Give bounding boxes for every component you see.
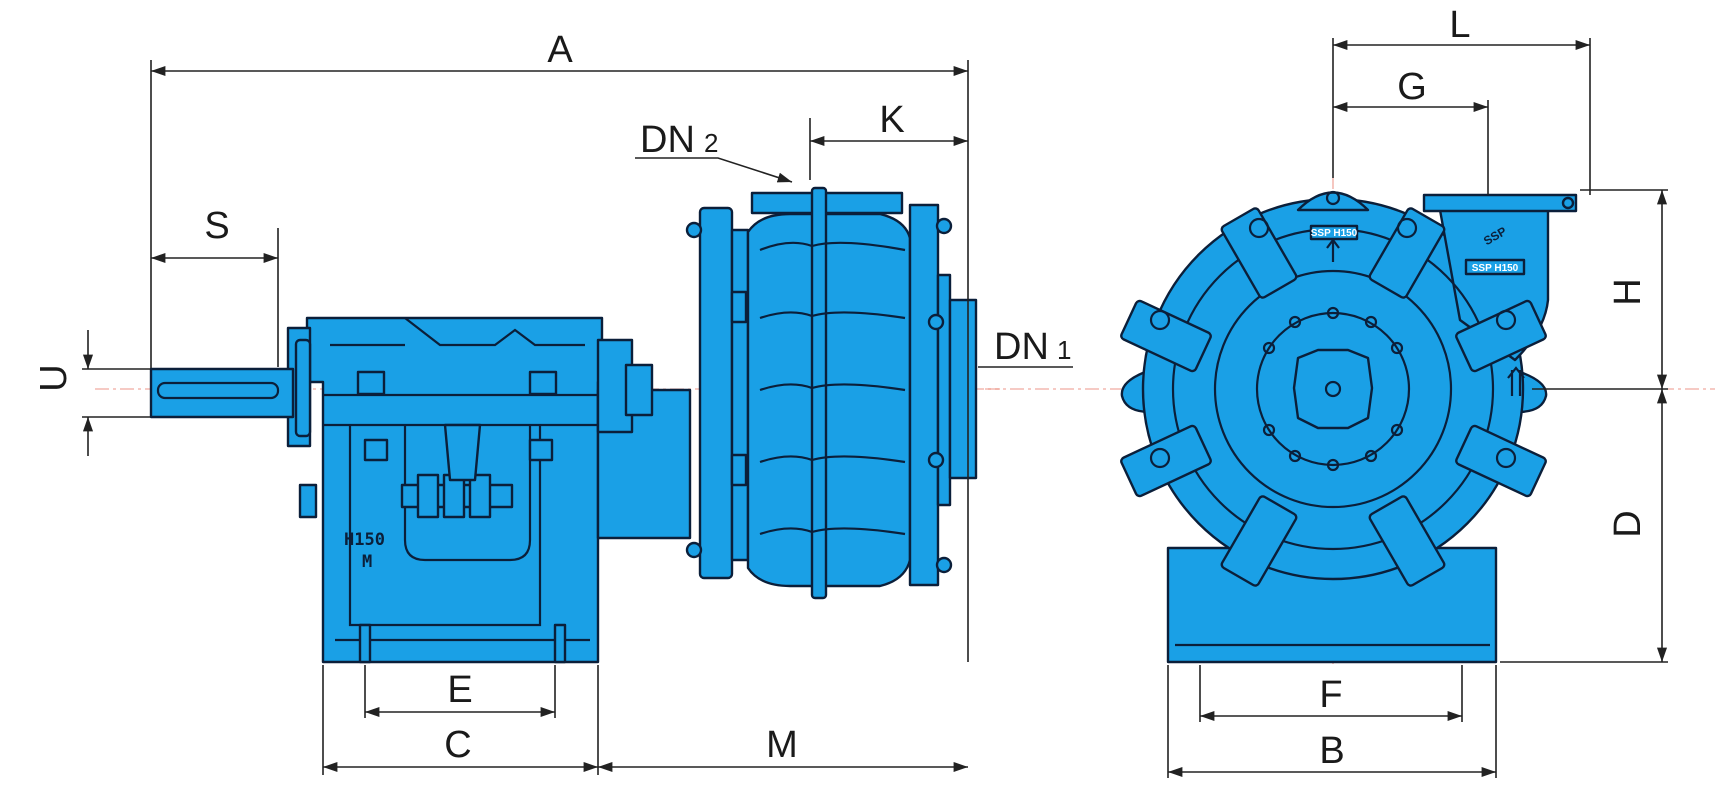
svg-text:DN: DN — [994, 326, 1049, 368]
dimension-lines — [82, 38, 1668, 778]
dim-label-G: G — [1397, 66, 1427, 108]
dim-label-L: L — [1449, 4, 1470, 46]
svg-text:1: 1 — [1057, 335, 1071, 365]
volute-nameplate: SSP H150 — [1311, 228, 1358, 239]
dim-label-H: H — [1607, 278, 1649, 305]
frame-nameplate: SSP H150 — [1472, 263, 1519, 274]
side-view: H150 M — [95, 186, 1000, 664]
front-view: SSP H150 SSP H150 SSP — [985, 150, 1715, 665]
dim-label-S: S — [204, 205, 229, 247]
dim-label-A: A — [547, 29, 573, 71]
frame-marking-line2: M — [362, 552, 372, 572]
dim-label-DN2: DN 2 — [640, 119, 718, 161]
dim-label-K: K — [879, 99, 904, 141]
frame-marking-line1: H150 — [344, 530, 385, 550]
dim-label-U: U — [33, 364, 75, 391]
svg-text:DN: DN — [640, 119, 695, 161]
dim-label-M: M — [766, 724, 798, 766]
dim-label-B: B — [1319, 730, 1344, 772]
pump-body-front: SSP H150 SSP H150 SSP — [1120, 190, 1578, 664]
dim-label-DN1: DN 1 — [994, 326, 1071, 368]
dim-label-E: E — [447, 669, 472, 711]
dimension-labels: A S U E C M K DN 2 DN 1 L G H D F B — [33, 4, 1649, 772]
bearing-frame: H150 M — [286, 316, 692, 664]
svg-text:2: 2 — [704, 128, 718, 158]
dim-label-F: F — [1319, 674, 1342, 716]
dim-label-C: C — [444, 724, 471, 766]
dim-label-D: D — [1607, 510, 1649, 537]
shaft — [149, 367, 295, 419]
pump-casing — [685, 186, 978, 600]
casing-clamps — [1120, 207, 1547, 587]
